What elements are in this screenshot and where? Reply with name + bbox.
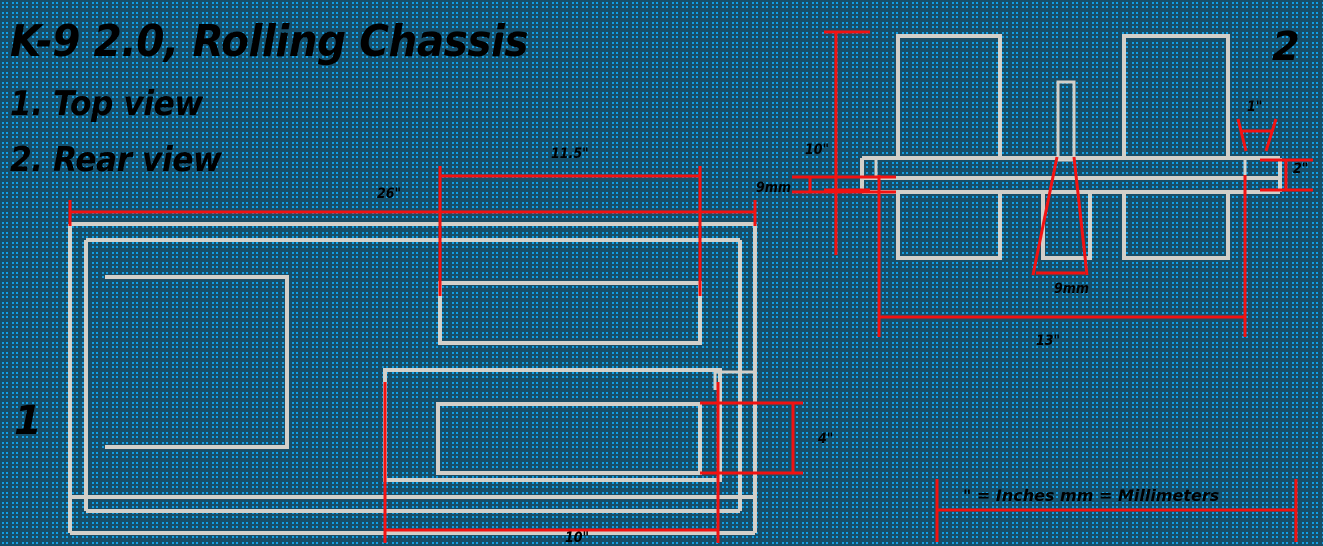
top-view-parts bbox=[68, 222, 757, 535]
rear-view-lower-left-box bbox=[896, 192, 1002, 260]
top-view-left-panel bbox=[105, 275, 289, 449]
top-view-number-label: 1 bbox=[14, 398, 42, 444]
legend-bracket bbox=[935, 479, 1298, 542]
view-list-item-rear: 2. Rear view bbox=[10, 140, 222, 180]
top-view-dimension-lines bbox=[68, 166, 803, 543]
dimension-label-1in: 1" bbox=[1247, 99, 1263, 115]
view-list-item-top: 1. Top view bbox=[10, 84, 203, 124]
page-title: K-9 2.0, Rolling Chassis bbox=[10, 16, 529, 67]
dimension-label-13in: 13" bbox=[1036, 333, 1061, 349]
dimension-label-4in: 4" bbox=[818, 431, 834, 447]
dimension-label-9mm-rail: 9mm bbox=[756, 180, 792, 196]
rear-view-dimension-lines bbox=[792, 30, 1313, 337]
dimension-label-11_5in: 11.5" bbox=[551, 146, 589, 162]
dimension-label-2in: 2" bbox=[1293, 161, 1309, 177]
rear-view-center-post bbox=[1056, 80, 1076, 162]
dim-r1-leader-left bbox=[1236, 118, 1248, 152]
rear-view-upper-left-box bbox=[896, 34, 1002, 160]
units-legend-text: " = Inches mm = Millimeters bbox=[963, 486, 1220, 505]
top-view-lower-outer-panel bbox=[383, 368, 722, 482]
dim-r9mm-leader-left bbox=[1031, 156, 1059, 276]
rear-view-lower-right-box bbox=[1122, 192, 1230, 260]
dim-r1-leader-right bbox=[1264, 118, 1278, 152]
rear-view-parts bbox=[860, 34, 1282, 260]
dimension-label-10in-top-view: 10" bbox=[565, 530, 590, 546]
dimension-label-26in: 26" bbox=[377, 186, 402, 202]
top-view-lower-inner-panel bbox=[436, 402, 702, 475]
dim-r9mm-leader-right bbox=[1072, 156, 1089, 276]
rear-view-number-label: 2 bbox=[1272, 24, 1300, 70]
rear-view-upper-right-box bbox=[1122, 34, 1230, 160]
top-view-upper-center-panel bbox=[438, 281, 702, 345]
dimension-label-10in-rear-view: 10" bbox=[805, 142, 830, 158]
dimension-label-9mm-post: 9mm bbox=[1054, 281, 1090, 297]
